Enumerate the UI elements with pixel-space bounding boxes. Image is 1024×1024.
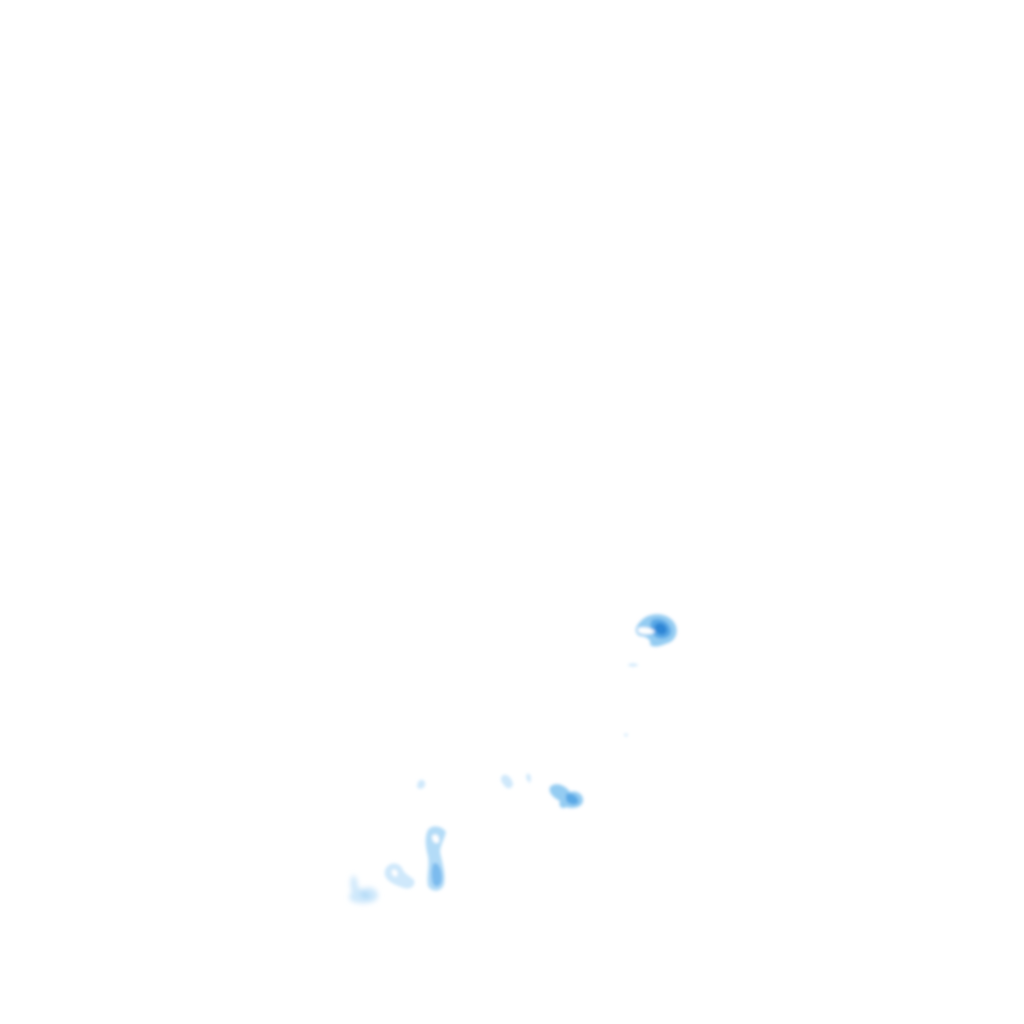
cell-central-small — [500, 773, 531, 789]
cell-southwest-tail — [349, 875, 379, 904]
cell-central-west — [417, 779, 426, 789]
cell-central-east — [549, 784, 584, 809]
cell-southwest-loop — [384, 863, 415, 889]
cell-northeast — [635, 614, 677, 647]
cell-southwest-band — [425, 826, 446, 891]
cell-east-trace — [624, 663, 638, 737]
